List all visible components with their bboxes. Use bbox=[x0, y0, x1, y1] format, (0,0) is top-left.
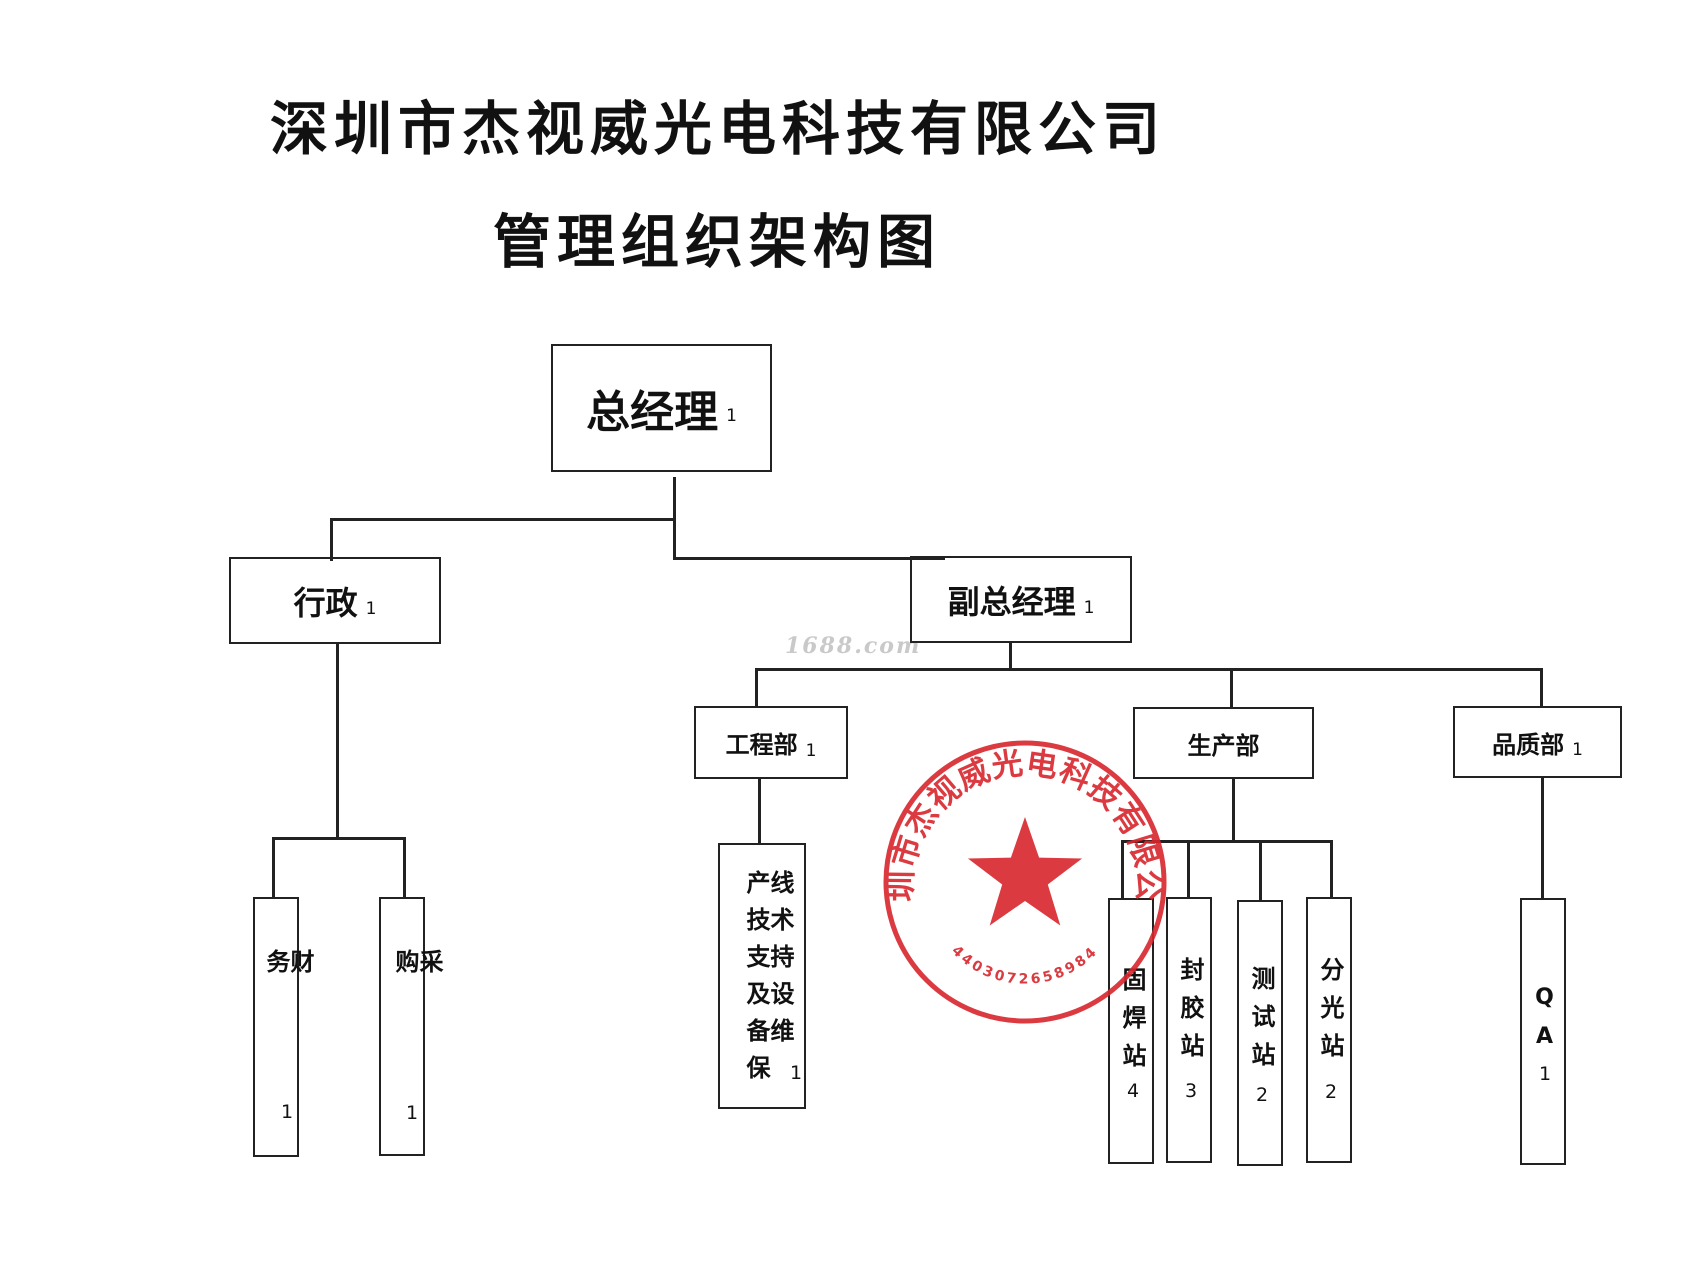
connector bbox=[1259, 840, 1262, 902]
connector bbox=[330, 518, 675, 521]
sorting-label: 分光站 bbox=[1316, 957, 1344, 1071]
purchasing-count: 1 bbox=[406, 1102, 419, 1124]
connector bbox=[1541, 777, 1544, 898]
administration-label: 行政 bbox=[293, 583, 358, 622]
sorting-count: 2 bbox=[1325, 1081, 1338, 1103]
connector bbox=[673, 557, 945, 560]
connector bbox=[1009, 641, 1012, 669]
quality-count: 1 bbox=[1572, 740, 1583, 760]
encapsulation-label: 封胶站 bbox=[1176, 957, 1204, 1071]
qa-label: QA bbox=[1532, 985, 1557, 1063]
seal-ring bbox=[883, 740, 1167, 1024]
finance-label: 财务 bbox=[262, 949, 314, 1063]
deputy-gm-box: 副总经理 1 bbox=[910, 556, 1132, 643]
general-manager-count: 1 bbox=[726, 406, 737, 426]
connector bbox=[330, 518, 333, 561]
engineering-label: 工程部 bbox=[725, 731, 798, 759]
general-manager-box: 总经理 1 bbox=[551, 344, 772, 472]
company-title: 深圳市杰视威光电科技有限公司 bbox=[270, 95, 1167, 163]
quality-box: 品质部 1 bbox=[1453, 706, 1622, 778]
connector bbox=[755, 668, 1542, 671]
production-label: 生产部 bbox=[1187, 731, 1260, 760]
sorting-box: 分光站 2 bbox=[1306, 897, 1352, 1163]
engineering-count: 1 bbox=[805, 740, 817, 761]
administration-box: 行政 1 bbox=[229, 557, 441, 644]
testing-box: 测试站 2 bbox=[1237, 900, 1283, 1166]
qa-count: 1 bbox=[1539, 1063, 1552, 1085]
connector bbox=[272, 837, 405, 840]
deputy-gm-label: 副总经理 bbox=[947, 582, 1076, 621]
testing-label: 测试站 bbox=[1247, 966, 1275, 1080]
engineering-box: 工程部 1 bbox=[694, 706, 848, 779]
qa-box: QA 1 bbox=[1520, 898, 1566, 1165]
line-tech-support-col2: 线术持设维 bbox=[766, 870, 794, 1055]
finance-box: 财务 1 bbox=[253, 897, 314, 1157]
connector bbox=[1121, 840, 1332, 843]
testing-count: 2 bbox=[1256, 1084, 1269, 1106]
purchasing-box: 采购 1 bbox=[379, 897, 443, 1156]
connector bbox=[1121, 840, 1124, 899]
encapsulation-count: 3 bbox=[1185, 1080, 1198, 1102]
seal-code: 4403072658984 bbox=[948, 943, 1101, 988]
purchasing-label: 采购 bbox=[391, 949, 443, 1063]
connector bbox=[403, 837, 406, 898]
connector bbox=[1232, 777, 1235, 841]
connector bbox=[1540, 668, 1543, 708]
connector bbox=[1230, 668, 1233, 708]
line-tech-support-count: 1 bbox=[790, 1062, 803, 1084]
die-bonding-count: 4 bbox=[1127, 1080, 1140, 1102]
connector bbox=[1330, 840, 1333, 899]
production-box: 生产部 bbox=[1133, 707, 1314, 779]
connector bbox=[755, 668, 758, 708]
deputy-gm-count: 1 bbox=[1083, 597, 1095, 618]
connector bbox=[336, 643, 339, 838]
finance-count: 1 bbox=[281, 1101, 294, 1123]
watermark-1688: 1688.com bbox=[785, 633, 922, 659]
quality-label: 品质部 bbox=[1492, 730, 1565, 759]
administration-count: 1 bbox=[365, 598, 377, 619]
line-tech-support-col1: 产技支及备保 bbox=[742, 870, 770, 1092]
connector bbox=[272, 837, 275, 898]
general-manager-label: 总经理 bbox=[586, 387, 719, 438]
seal-star-icon bbox=[967, 817, 1083, 926]
company-seal: 深圳市杰视威光电科技有限公司 4403072658984 bbox=[880, 737, 1167, 1024]
chart-subtitle: 管理组织架构图 bbox=[493, 208, 942, 276]
connector bbox=[1187, 840, 1190, 899]
die-bonding-box: 固焊站 4 bbox=[1108, 898, 1154, 1164]
encapsulation-box: 封胶站 3 bbox=[1166, 897, 1212, 1163]
die-bonding-label: 固焊站 bbox=[1118, 967, 1146, 1081]
connector bbox=[758, 777, 761, 844]
line-tech-support-box: 产技支及备保 线术持设维 1 bbox=[718, 843, 806, 1109]
